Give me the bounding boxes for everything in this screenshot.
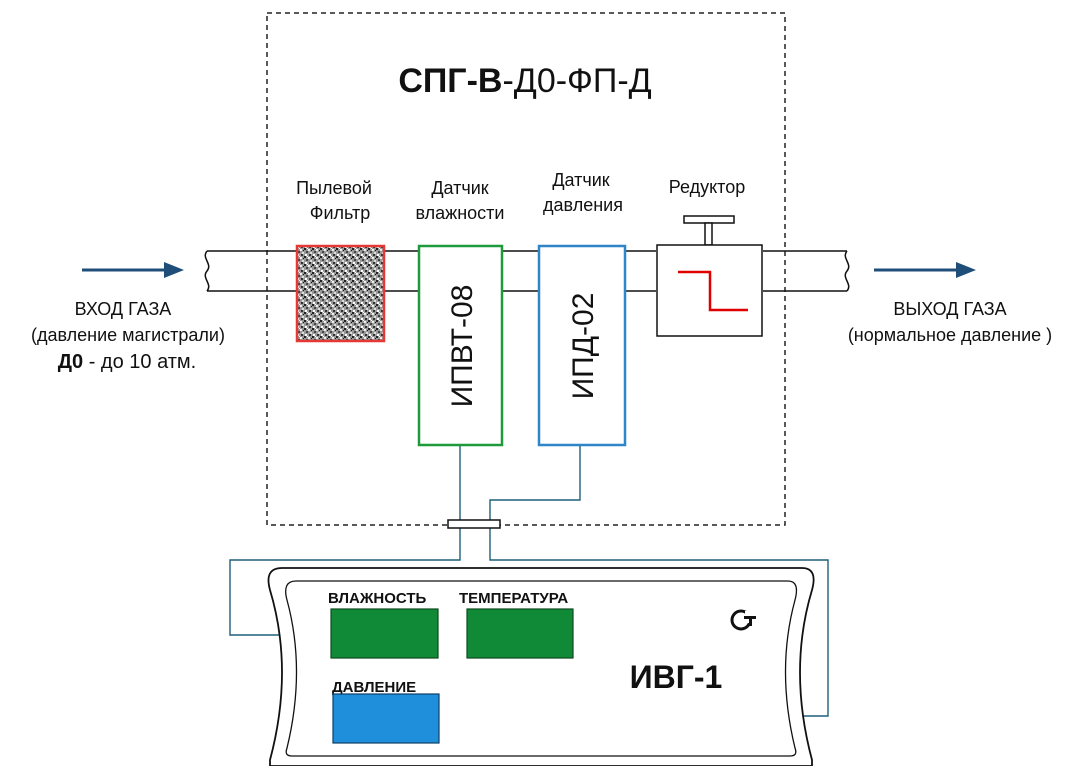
reducer-label: Редуктор [669,177,745,197]
pressure-signal-line [439,446,829,721]
filter-label-line2: Фильтр [310,203,370,223]
humidity-sensor-label-line1: Датчик [431,178,488,198]
pressure-sensor-label-line1: Датчик [552,170,609,190]
inlet-line2: (давление магистрали) [31,325,225,345]
reducer-stem [704,222,713,246]
pressure-display [332,693,440,744]
cable-connector [447,519,501,529]
system-title: СПГ-В-Д0-ФП-Д [398,62,651,100]
reducer [656,215,763,337]
humidity-sensor-label-line2: влажности [416,203,505,223]
temperature-display-label: ТЕМПЕРАТУРА [459,590,568,607]
reducer-pressure-drop-icon [678,270,748,312]
inlet-arrow [82,262,184,278]
device-name: ИВГ-1 [630,659,723,695]
system-boundary [266,12,786,526]
humidity-sensor [417,244,504,447]
outlet-line2: (нормальное давление ) [848,325,1052,345]
inlet-line1: ВХОД ГАЗА [75,299,172,319]
pipe-break-right [844,250,850,292]
humidity-display-label: ВЛАЖНОСТЬ [328,590,426,607]
pressure-sensor [537,244,627,447]
filter-label-line1: Пылевой [296,178,372,198]
pipe-break-left [204,250,210,292]
reducer-handle-bar [683,215,735,224]
inlet-pressure-range: - до 10 атм. [83,351,196,373]
dust-filter [295,244,386,343]
certification-mark-icon [730,609,756,631]
pressure-sensor-label-line2: давления [543,195,623,215]
outlet-line1: ВЫХОД ГАЗА [893,299,1006,319]
temperature-display [466,608,574,659]
inlet-line3: Д0 - до 10 атм. [58,351,196,373]
humidity-display [330,608,439,659]
pressure-sensor-model: ИПД-02 [567,293,600,400]
system-title-rest: -Д0-ФП-Д [502,62,651,100]
humidity-sensor-model: ИПВТ-08 [446,285,479,408]
inlet-pressure-code: Д0 [58,351,83,373]
system-title-bold: СПГ-В [398,62,502,100]
pressure-display-label: ДАВЛЕНИЕ [332,679,416,696]
gas-pipe [204,250,850,292]
outlet-arrow [874,262,976,278]
